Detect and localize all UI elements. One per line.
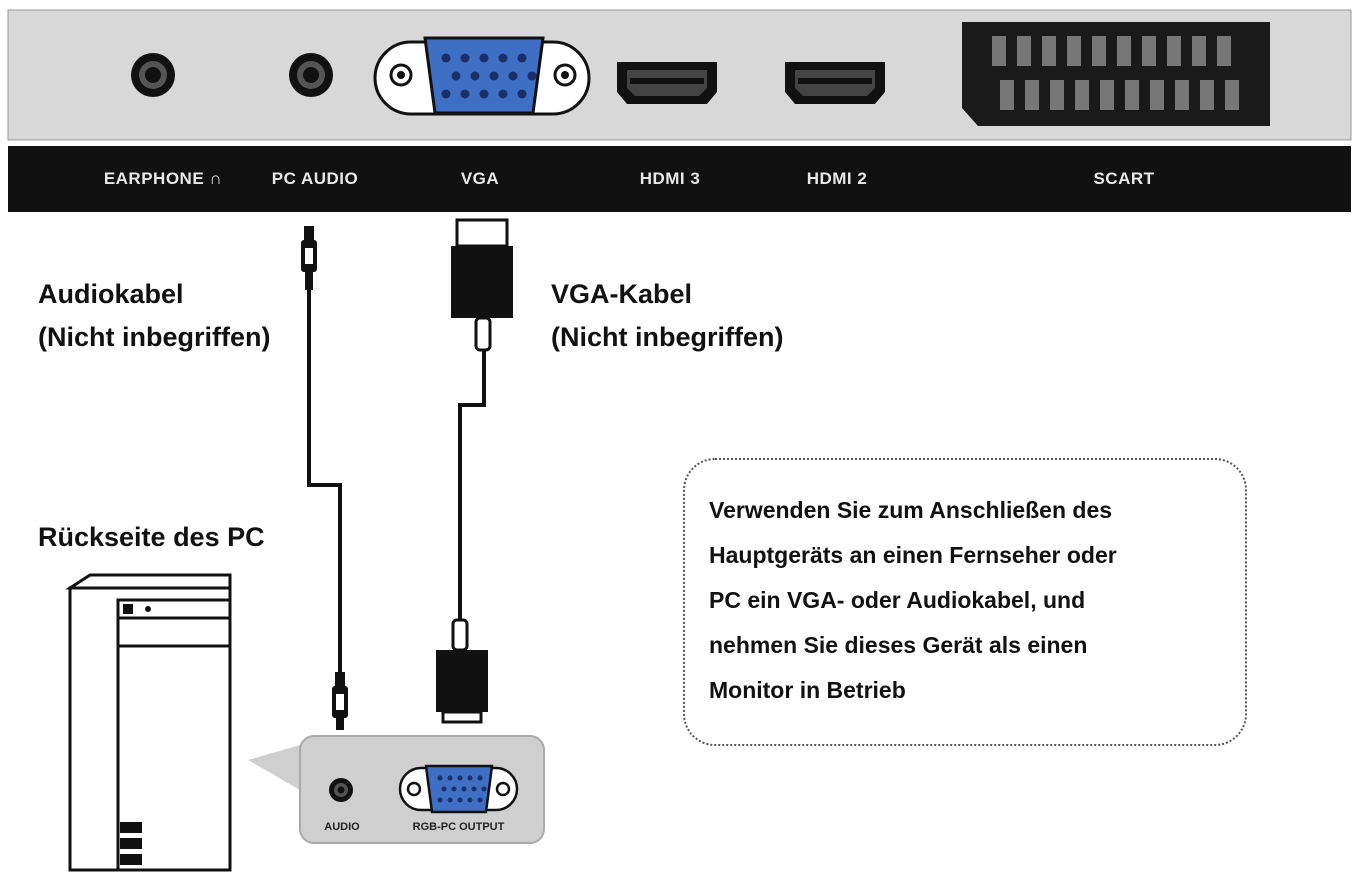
zoom-callout [248,745,300,790]
port-label-strip [8,146,1351,212]
hdmi3-label: HDMI 3 [639,169,701,188]
vga-cable-note: (Nicht inbegriffen) [551,322,784,352]
audio-cable-title: Audiokabel [38,279,184,309]
connector-pin [498,89,508,99]
connector-pin [477,775,483,781]
connector-pin [479,89,489,99]
scart-pin [1175,80,1189,110]
connector-pin [527,71,537,81]
scart-pin [1167,36,1181,66]
scart-pin [1200,80,1214,110]
pc-audio-port-label: AUDIO [324,821,360,833]
info-line: Verwenden Sie zum Anschließen des [709,497,1113,523]
pc-rgb-port-label: RGB-PC OUTPUT [412,821,505,833]
vga-plug-bottom [436,618,488,724]
audio-plug-bottom [332,672,348,730]
connector-pin [457,797,463,803]
connector-pin [479,53,489,63]
pc-rear-title: Rückseite des PC [38,522,265,552]
connector-pin [508,71,518,81]
scart-port[interactable] [962,22,1270,126]
vga-cable-title: VGA-Kabel [551,279,693,309]
earphone-jack[interactable] [131,53,175,97]
connector-pin [471,786,477,792]
connector-pin [457,775,463,781]
scart-pin [1100,80,1114,110]
connector-pin [470,71,480,81]
connector-pin [460,89,470,99]
hdmi2-label: HDMI 2 [806,169,868,188]
scart-pin [1075,80,1089,110]
scart-pin [1067,36,1081,66]
connector-pin [481,786,487,792]
info-note: Verwenden Sie zum Anschließen des Hauptg… [683,458,1247,746]
scart-pin [1217,36,1231,66]
pc-audio-jack[interactable] [289,53,333,97]
scart-label: SCART [1093,169,1155,188]
pc-tower [65,573,232,872]
audio-plug-top [301,226,317,290]
connector-pin [437,775,443,781]
connector-pin [441,53,451,63]
headphone-icon: ∩ [209,169,223,188]
connector-pin [477,797,483,803]
earphone-label: EARPHONE ∩ [88,166,238,192]
connector-pin [441,89,451,99]
scart-pin [1025,80,1039,110]
scart-pin [1042,36,1056,66]
earphone-label-text: EARPHONE [103,169,205,188]
scart-pin [1000,80,1014,110]
connector-pin [441,786,447,792]
info-line: Hauptgeräts an einen Fernseher oder [709,542,1117,568]
scart-pin [1125,80,1139,110]
connector-pin [498,53,508,63]
scart-pin [1050,80,1064,110]
hdmi2-port[interactable] [785,62,885,104]
scart-pin [1225,80,1239,110]
connector-pin [461,786,467,792]
audio-cable [307,290,342,672]
connector-pin [460,53,470,63]
hdmi3-port[interactable] [617,62,717,104]
scart-pin [1017,36,1031,66]
pc-audio-jack[interactable] [329,778,353,802]
pc-audio-label: PC AUDIO [271,169,359,188]
connector-pin [517,89,527,99]
pc-vga-port[interactable] [398,764,519,814]
vga-port[interactable] [373,36,591,116]
scart-pin [1142,36,1156,66]
connector-pin [467,775,473,781]
scart-pin [1092,36,1106,66]
scart-pin [1150,80,1164,110]
vga-label: VGA [460,169,500,188]
vga-cable [458,350,486,620]
audio-cable-note: (Nicht inbegriffen) [38,322,271,352]
connector-pin [447,797,453,803]
info-line: Monitor in Betrieb [709,677,906,703]
scart-pin [1192,36,1206,66]
connector-pin [447,775,453,781]
connector-pin [437,797,443,803]
scart-pin [1117,36,1131,66]
scart-pin [992,36,1006,66]
connector-pin [451,71,461,81]
info-line: nehmen Sie dieses Gerät als einen [709,632,1088,658]
connector-pin [467,797,473,803]
vga-plug-top [451,218,513,352]
info-line: PC ein VGA- oder Audiokabel, und [709,587,1086,613]
connector-pin [517,53,527,63]
connector-pin [451,786,457,792]
connector-pin [489,71,499,81]
